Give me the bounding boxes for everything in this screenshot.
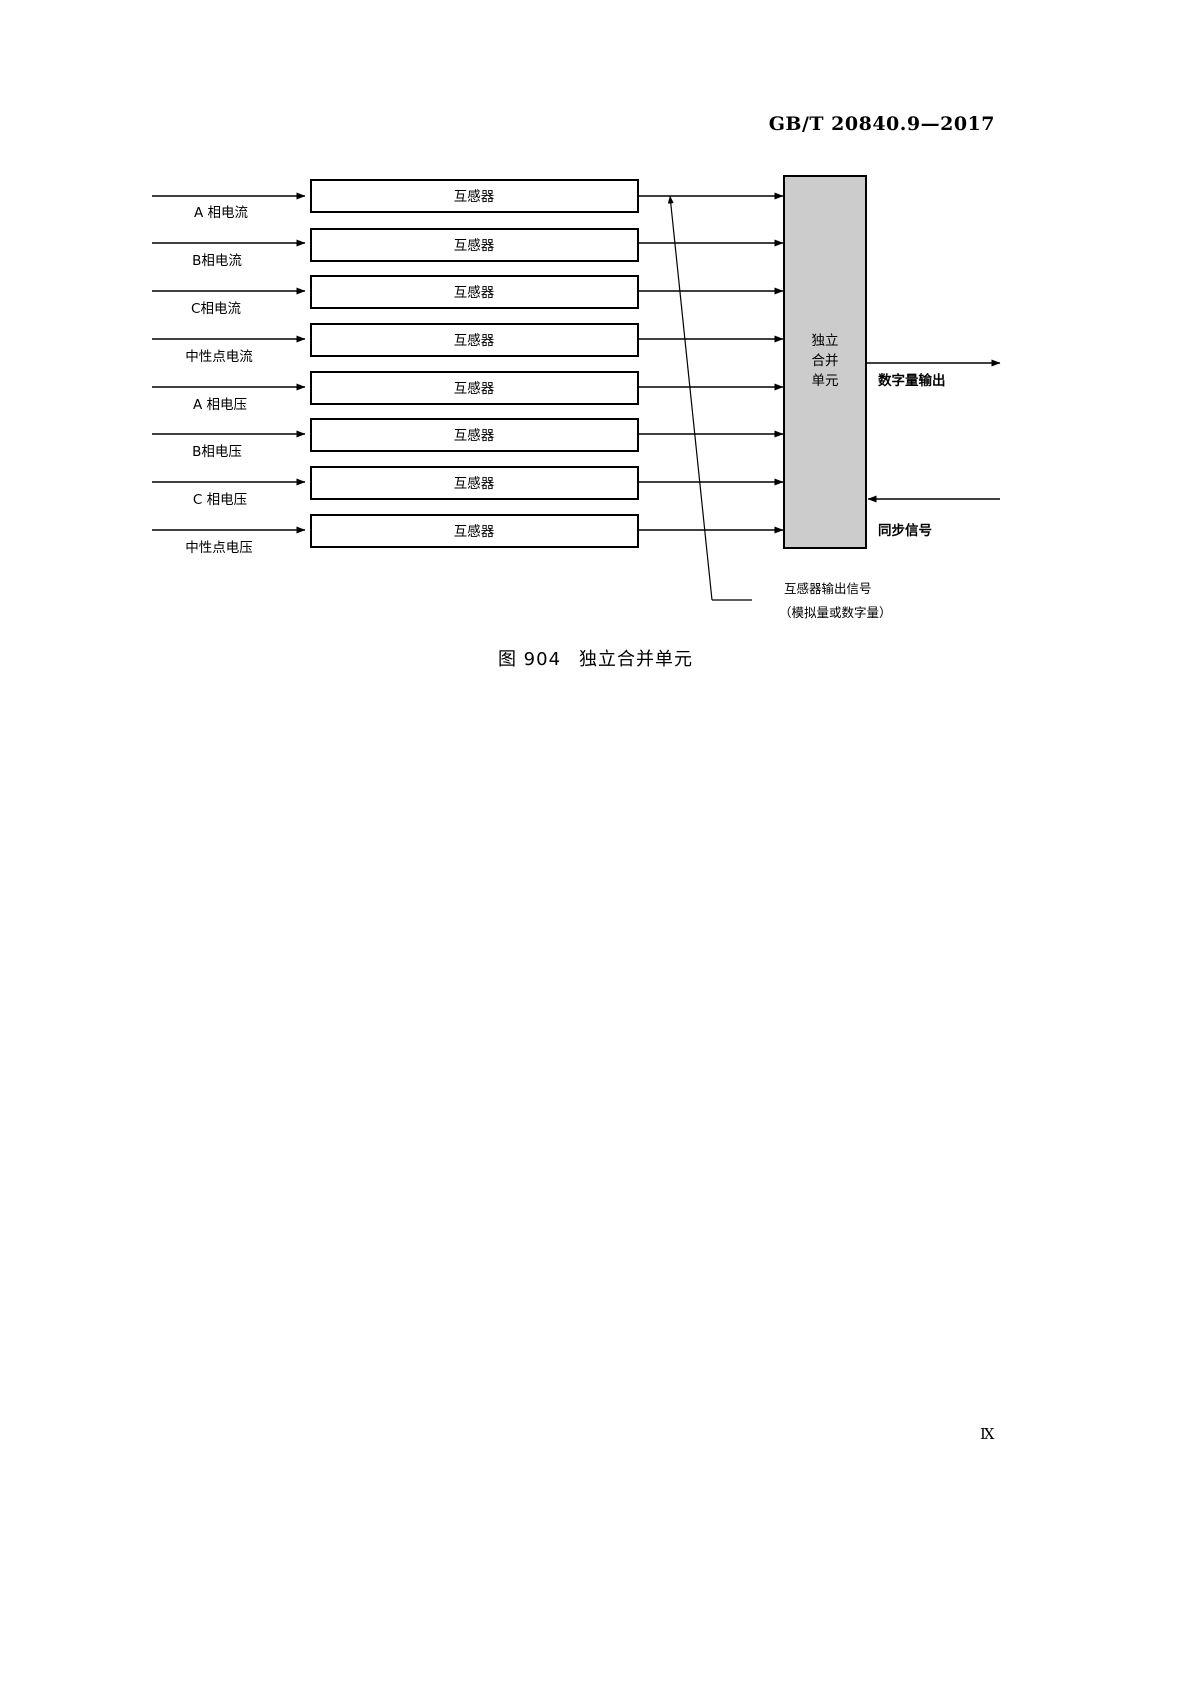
transformer-box-5 bbox=[310, 371, 639, 405]
input-label-2: B相电流 bbox=[192, 253, 242, 269]
transformer-box-6 bbox=[310, 418, 639, 452]
input-label-3: C相电流 bbox=[191, 301, 241, 317]
digital-output-label: 数字量输出 bbox=[878, 372, 946, 389]
annotation-label-line2: （模拟量或数字量） bbox=[779, 605, 892, 620]
figure-caption-title: 独立合并单元 bbox=[579, 649, 694, 670]
merging-unit-box bbox=[783, 175, 867, 549]
annotation-leader-diagonal bbox=[667, 195, 713, 601]
digital-output-group: 数字量输出 bbox=[866, 359, 1001, 389]
diagram-row-6: B相电压 互感器 bbox=[152, 418, 784, 460]
merging-unit-label-line3: 单元 bbox=[812, 373, 839, 389]
diagram-row-4: 中性点电流 互感器 bbox=[152, 323, 784, 365]
figure-caption-number: 图 904 bbox=[497, 649, 562, 670]
input-label-6: B相电压 bbox=[192, 444, 242, 460]
figure-904-diagram: A 相电流 互感器 B相电流 互感器 C相电流 互感器 中性点电流 互感器 bbox=[0, 0, 1191, 700]
transformer-box-label-2: 互感器 bbox=[454, 237, 495, 254]
input-label-5: A 相电压 bbox=[193, 397, 247, 413]
transformer-box-8 bbox=[310, 514, 639, 548]
sync-signal-group: 同步信号 bbox=[867, 495, 1000, 539]
annotation-label-line1: 互感器输出信号 bbox=[784, 581, 872, 596]
transformer-box-label-3: 互感器 bbox=[454, 284, 495, 301]
diagram-row-2: B相电流 互感器 bbox=[152, 228, 784, 269]
sync-signal-label: 同步信号 bbox=[878, 522, 932, 539]
page-footer-page-number: Ⅸ bbox=[980, 1425, 995, 1443]
input-label-1: A 相电流 bbox=[194, 205, 249, 221]
diagram-row-8: 中性点电压 互感器 bbox=[152, 514, 784, 556]
figure-caption: 图 904 独立合并单元 bbox=[0, 645, 1191, 671]
transformer-box-label-1: 互感器 bbox=[454, 188, 495, 205]
merging-unit-label-line2: 合并 bbox=[812, 353, 839, 369]
input-label-7: C 相电压 bbox=[193, 492, 247, 508]
page-header-standard-number: GB/T 20840.9—2017 bbox=[768, 113, 995, 135]
transformer-box-label-7: 互感器 bbox=[454, 475, 495, 492]
diagram-row-3: C相电流 互感器 bbox=[152, 275, 784, 317]
transformer-box-label-5: 互感器 bbox=[454, 380, 495, 397]
diagram-row-7: C 相电压 互感器 bbox=[152, 466, 784, 508]
input-label-4: 中性点电流 bbox=[185, 349, 253, 365]
diagram-row-1: A 相电流 互感器 bbox=[152, 179, 784, 221]
input-label-8: 中性点电压 bbox=[185, 540, 253, 556]
transformer-box-label-4: 互感器 bbox=[454, 332, 495, 349]
transformer-box-2 bbox=[310, 228, 639, 262]
transformer-box-7 bbox=[310, 466, 639, 500]
transformer-box-label-6: 互感器 bbox=[454, 427, 495, 444]
transformer-box-4 bbox=[310, 323, 639, 357]
transformer-box-label-8: 互感器 bbox=[454, 523, 495, 540]
transformer-box-3 bbox=[310, 275, 639, 309]
merging-unit-label-line1: 独立 bbox=[812, 333, 839, 349]
annotation-leader-group: 互感器输出信号 （模拟量或数字量） bbox=[667, 195, 892, 620]
diagram-row-5: A 相电压 互感器 bbox=[152, 371, 784, 413]
